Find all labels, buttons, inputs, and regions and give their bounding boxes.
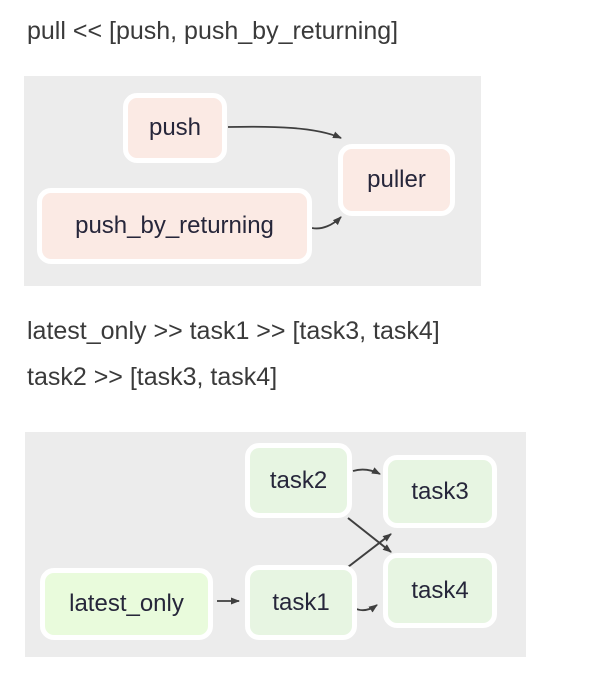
edge-task2-to-task4 (347, 517, 392, 553)
node-push-by-returning: push_by_returning (37, 188, 312, 264)
node-latest-only: latest_only (40, 568, 213, 640)
node-puller: puller (338, 144, 455, 216)
node-task3: task3 (383, 455, 497, 528)
code-caption-pull-text: pull << [push, push_by_returning] (27, 17, 399, 45)
edge-task2-to-task3 (352, 467, 381, 475)
edge-task1-to-task3 (347, 533, 392, 568)
node-task4: task4 (383, 553, 497, 628)
node-push: push (123, 93, 227, 163)
code-caption-latest-only: latest_only >> task1 >> [task3, task4] ta… (27, 308, 440, 400)
dag-diagram-push-pull: push puller push_by_returning (24, 76, 481, 286)
edge-push-to-puller (227, 125, 342, 139)
code-caption-pull: pull << [push, push_by_returning] (27, 8, 398, 54)
edge-push-by-returning-to-puller (311, 216, 342, 230)
edge-task1-to-task4 (353, 604, 378, 613)
code-caption-line-1: latest_only >> task1 >> [task3, task4] (27, 317, 440, 345)
dag-edges-layer-1 (227, 125, 342, 230)
node-task1: task1 (245, 565, 357, 640)
dag-diagram-latest-only: task2 task3 latest_only task1 task4 (25, 432, 526, 657)
node-task2: task2 (245, 443, 352, 518)
code-caption-line-2: task2 >> [task3, task4] (27, 363, 278, 391)
